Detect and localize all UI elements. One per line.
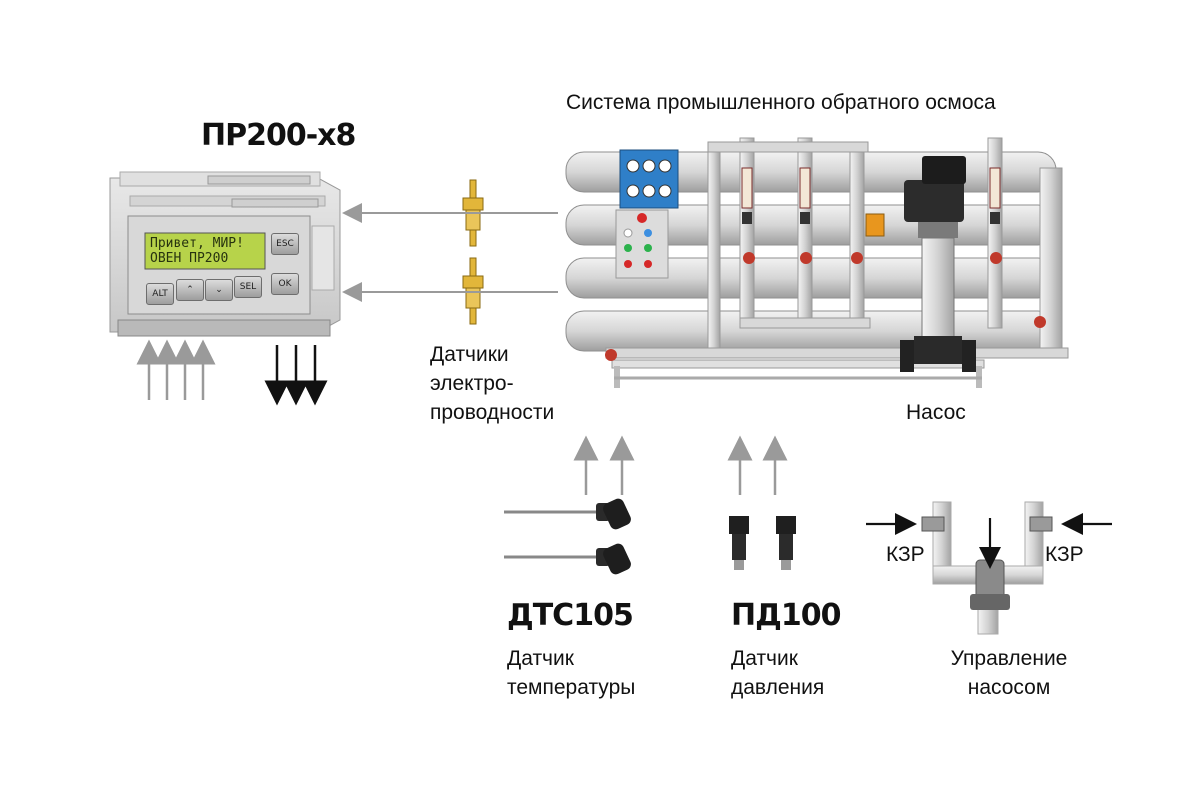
- conductivity-label-line-3: проводности: [430, 401, 555, 424]
- pump-graphic: [900, 156, 976, 372]
- down-key[interactable]: ⌄: [205, 279, 233, 301]
- lcd-line-1: Привет, МИР!: [150, 236, 244, 251]
- pressure-sensor-model: ПД100: [731, 598, 841, 633]
- temperature-sensor-label: Датчик температуры: [507, 644, 635, 702]
- temperature-sensor-label-line-1: Датчик: [507, 647, 574, 670]
- sel-key[interactable]: SEL: [234, 276, 262, 298]
- pump-control-label: Управление насосом: [942, 644, 1076, 702]
- lcd-screen: [144, 232, 266, 270]
- pressure-sensor-label-line-2: давления: [731, 676, 825, 699]
- pressure-sensor-2: [776, 516, 796, 570]
- conductivity-label-line-1: Датчики: [430, 343, 509, 366]
- conductivity-label: Датчики электро- проводности: [430, 340, 554, 427]
- ok-key[interactable]: OK: [271, 273, 299, 295]
- temperature-probe-2: [504, 543, 631, 575]
- alt-key[interactable]: ALT: [146, 283, 174, 305]
- pressure-sensor-1: [729, 516, 749, 570]
- device-title: ПР200-х8: [201, 118, 356, 153]
- temperature-probe-1: [504, 498, 631, 530]
- temperature-sensor-model: ДТС105: [507, 598, 634, 633]
- pressure-sensor-label: Датчик давления: [731, 644, 824, 702]
- system-title: Система промышленного обратного осмоса: [566, 91, 996, 114]
- pump-control-label-line-2: насосом: [967, 676, 1051, 699]
- conductivity-label-line-2: электро-: [430, 372, 514, 395]
- pump-control-label-line-1: Управление: [950, 647, 1068, 670]
- pump-control-piping: [921, 501, 1053, 635]
- pump-label: Насос: [906, 401, 966, 424]
- pressure-sensor-label-line-1: Датчик: [731, 647, 798, 670]
- reverse-osmosis-system: [565, 137, 1069, 388]
- esc-key[interactable]: ESC: [271, 233, 299, 255]
- kzr-label-right: КЗР: [1045, 543, 1084, 566]
- conductivity-sensor-top: [462, 179, 484, 247]
- temperature-sensor-label-line-2: температуры: [507, 676, 636, 699]
- up-key[interactable]: ⌃: [176, 279, 204, 301]
- lcd-line-2: ОВЕН ПР200: [150, 251, 229, 266]
- kzr-label-left: КЗР: [886, 543, 925, 566]
